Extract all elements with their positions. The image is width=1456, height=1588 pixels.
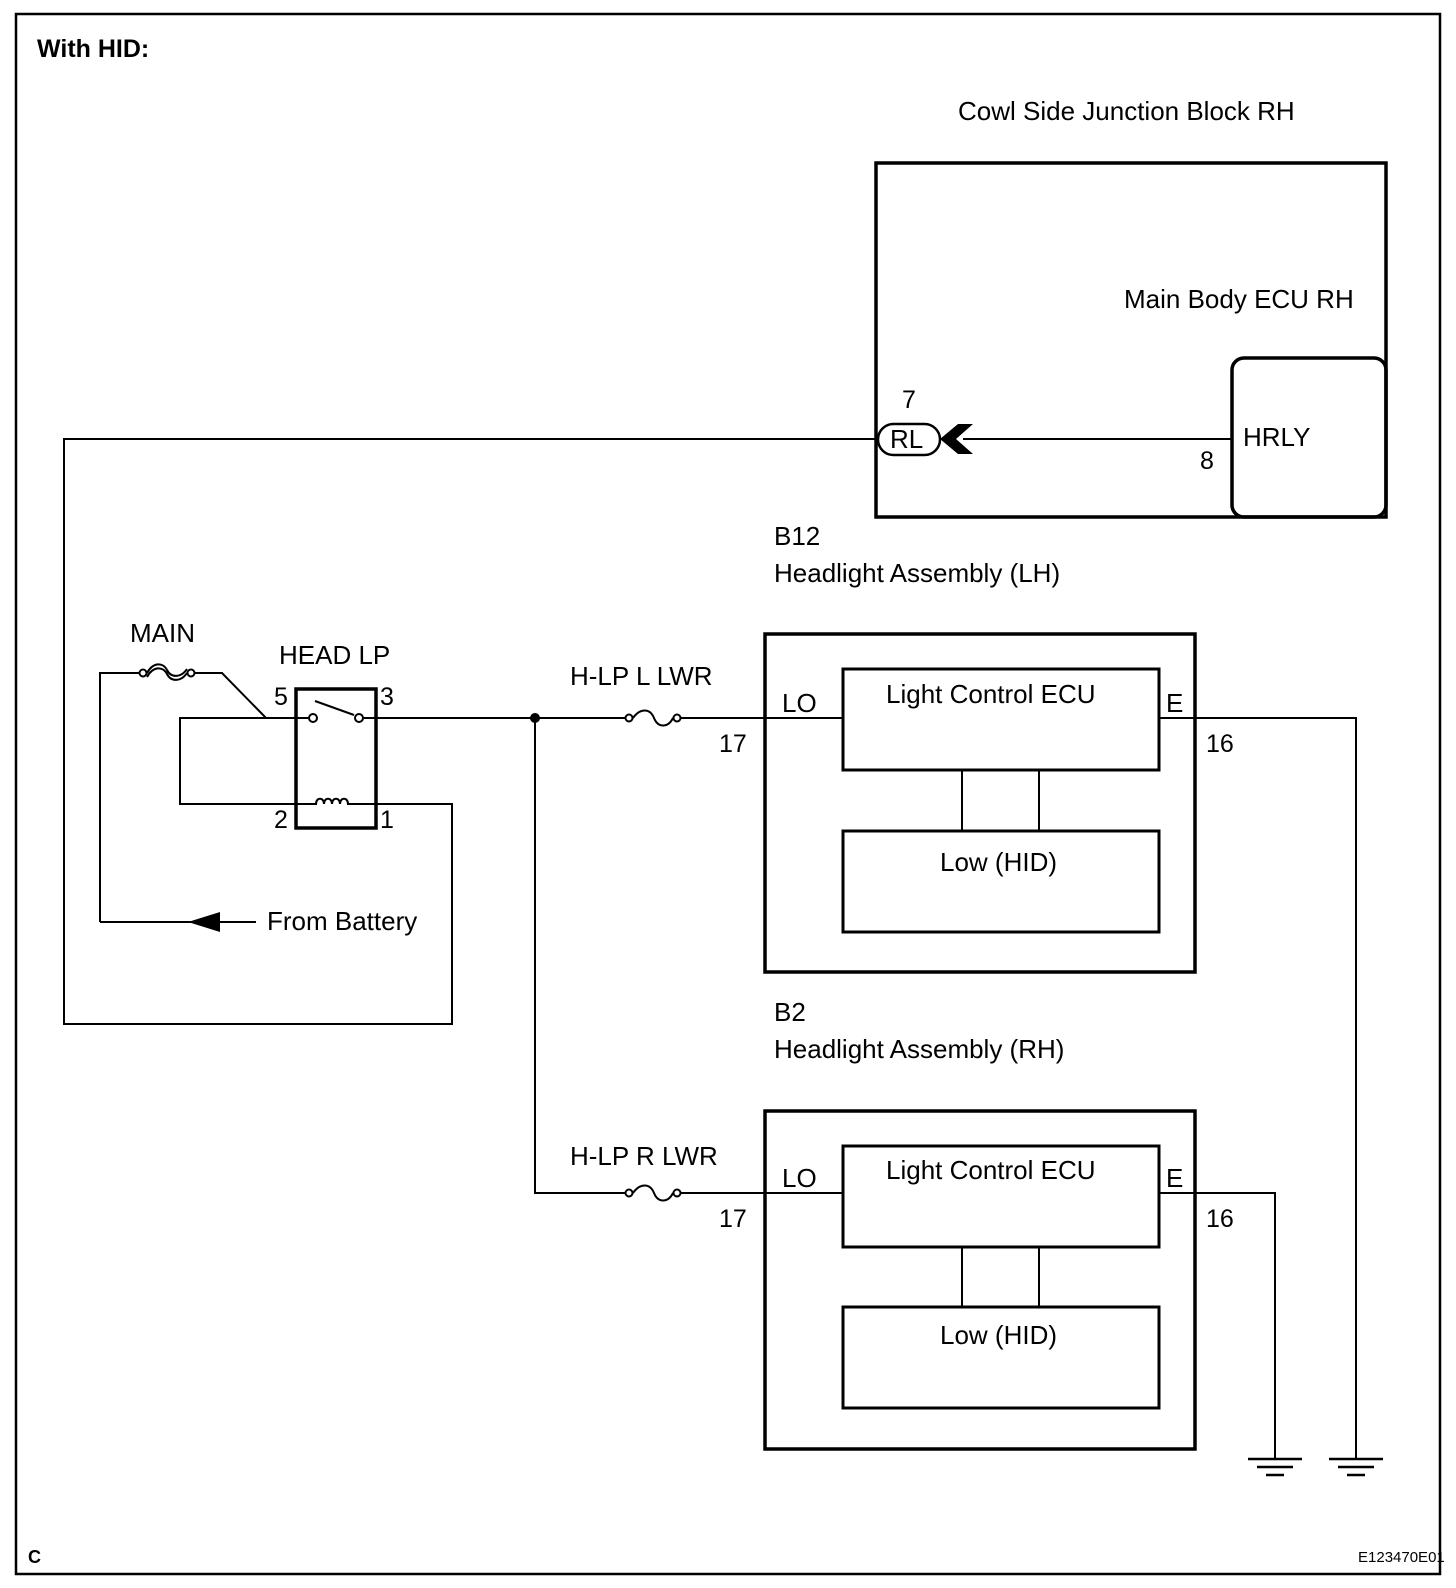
ground-icon-rh bbox=[1248, 1457, 1302, 1477]
relay-pin-3: 3 bbox=[380, 683, 394, 711]
rh-term-lo: LO bbox=[782, 1163, 817, 1193]
fuse-rh-terminal-right bbox=[672, 1188, 682, 1198]
from-battery-label: From Battery bbox=[267, 906, 417, 936]
relay-contact-right bbox=[354, 713, 364, 723]
head-lp-label: HEAD LP bbox=[279, 640, 390, 670]
footer-right-code: E123470E01 bbox=[1358, 1549, 1445, 1566]
wire-battery-feed bbox=[99, 672, 140, 922]
hrly-label: HRLY bbox=[1243, 422, 1310, 452]
lh-pin-e: 16 bbox=[1206, 730, 1234, 758]
diagram-title: With HID: bbox=[37, 35, 149, 63]
fuse-rh-icon bbox=[632, 1184, 674, 1202]
lh-ecu-label: Light Control ECU bbox=[886, 679, 1096, 709]
main-body-ecu-label: Main Body ECU RH bbox=[1124, 284, 1354, 314]
lh-term-lo: LO bbox=[782, 688, 817, 718]
wire-rh-ground bbox=[1159, 1192, 1276, 1458]
lh-ecu-box bbox=[841, 667, 1161, 772]
relay-pin-1: 1 bbox=[380, 806, 394, 834]
battery-arrow-icon bbox=[188, 912, 220, 932]
rl-connector-label: RL bbox=[890, 424, 923, 454]
fuse-lh-label: H-LP L LWR bbox=[570, 661, 713, 691]
pin-8-label: 8 bbox=[1200, 447, 1214, 475]
rh-lamp-box bbox=[841, 1305, 1161, 1410]
rh-ecu-box bbox=[841, 1144, 1161, 1249]
wire-lh-ground bbox=[1159, 717, 1357, 1458]
rh-assembly-box bbox=[763, 1109, 1197, 1451]
wire-relay-control bbox=[63, 438, 878, 1025]
relay-pin-5: 5 bbox=[274, 683, 288, 711]
fuse-rh-label: H-LP R LWR bbox=[570, 1141, 718, 1171]
wire-coil-loop bbox=[179, 717, 296, 805]
lh-term-e: E bbox=[1166, 688, 1183, 718]
rh-pin-e: 16 bbox=[1206, 1205, 1234, 1233]
rh-lamp-label: Low (HID) bbox=[940, 1320, 1057, 1350]
fuse-lh-terminal-right bbox=[672, 713, 682, 723]
head-lp-relay-box bbox=[294, 687, 378, 830]
diagram-frame bbox=[14, 12, 1442, 1576]
pin-7-label: 7 bbox=[902, 386, 916, 414]
main-fuse-terminal-left bbox=[138, 668, 148, 678]
rh-code-label: B2 bbox=[774, 997, 806, 1027]
main-fuse-terminal-right bbox=[186, 668, 196, 678]
lh-pin-lo: 17 bbox=[719, 730, 747, 758]
main-fuse-icon bbox=[146, 663, 188, 681]
main-fuse-label: MAIN bbox=[130, 618, 195, 648]
lh-lamp-box bbox=[841, 829, 1161, 934]
relay-coil-icon bbox=[296, 797, 376, 805]
relay-switch-arm bbox=[314, 700, 355, 716]
hrly-box bbox=[1230, 356, 1388, 519]
rh-pin-lo: 17 bbox=[719, 1205, 747, 1233]
relay-contact-left bbox=[308, 713, 318, 723]
lh-lamp-label: Low (HID) bbox=[940, 847, 1057, 877]
ground-icon-lh bbox=[1329, 1457, 1383, 1477]
footer-left-code: C bbox=[28, 1547, 41, 1567]
fuse-lh-terminal-left bbox=[624, 713, 634, 723]
fuse-rh-terminal-left bbox=[624, 1188, 634, 1198]
lh-assembly-box bbox=[763, 632, 1197, 974]
fuse-lh-icon bbox=[632, 709, 674, 727]
lh-name-label: Headlight Assembly (LH) bbox=[774, 558, 1060, 588]
rh-name-label: Headlight Assembly (RH) bbox=[774, 1034, 1064, 1064]
relay-pin-2: 2 bbox=[274, 806, 288, 834]
rh-ecu-label: Light Control ECU bbox=[886, 1155, 1096, 1185]
lh-code-label: B12 bbox=[774, 521, 820, 551]
wire-to-rh-fuse bbox=[534, 718, 626, 1194]
junction-block-label: Cowl Side Junction Block RH bbox=[958, 96, 1295, 126]
rh-term-e: E bbox=[1166, 1163, 1183, 1193]
junction-block-box bbox=[874, 161, 1388, 519]
connector-chevron-icon bbox=[940, 424, 973, 454]
